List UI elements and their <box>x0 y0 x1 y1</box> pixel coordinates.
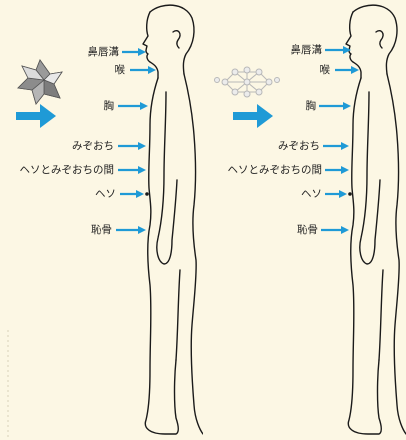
arrow-nasolabial <box>325 46 351 54</box>
arrow-chest <box>118 102 148 110</box>
panel-left: 鼻唇溝 喉 胸 みぞおち ヘソとみぞおちの間 ヘソ 恥骨 <box>0 0 204 440</box>
arrow-between <box>118 166 146 174</box>
arrow-solar-plexus <box>323 142 349 150</box>
arrow-navel <box>120 190 144 198</box>
label-navel: ヘソ <box>301 188 322 200</box>
big-arrow-icon <box>233 104 273 128</box>
label-nasolabial: 鼻唇溝 <box>87 46 120 58</box>
label-chest: 胸 <box>305 100 317 112</box>
arrow-throat <box>130 66 156 74</box>
label-between-navel-solar-plexus: ヘソとみぞおちの間 <box>19 164 115 176</box>
label-throat: 喉 <box>319 64 331 76</box>
arrow-chest <box>319 102 351 110</box>
label-navel: ヘソ <box>95 188 116 200</box>
label-between-navel-solar-plexus: ヘソとみぞおちの間 <box>227 164 323 176</box>
arrow-solar-plexus <box>118 142 146 150</box>
label-pubic-bone: 恥骨 <box>297 224 318 236</box>
label-pubic-bone: 恥骨 <box>91 224 112 236</box>
human-body-outline <box>345 4 406 435</box>
label-nasolabial: 鼻唇溝 <box>290 44 323 56</box>
label-arrows <box>319 46 359 234</box>
label-solar-plexus: みぞおち <box>72 140 114 152</box>
arrow-pubic <box>321 226 349 234</box>
big-arrow-icon <box>16 104 56 128</box>
arrow-between <box>325 166 349 174</box>
arrow-pubic <box>116 226 146 234</box>
arrow-navel <box>325 190 347 198</box>
human-body-outline <box>142 4 204 435</box>
stellated-octahedron-icon <box>17 59 63 105</box>
molecular-lattice-icon <box>214 66 280 98</box>
label-throat: 喉 <box>114 64 126 76</box>
arrow-nasolabial <box>122 48 146 56</box>
label-solar-plexus: みぞおち <box>278 140 320 152</box>
label-arrows <box>116 48 156 234</box>
label-chest: 胸 <box>103 100 115 112</box>
arrow-throat <box>335 66 359 74</box>
panel-right: 鼻唇溝 喉 胸 みぞおち ヘソとみぞおちの間 ヘソ 恥骨 <box>203 0 406 440</box>
